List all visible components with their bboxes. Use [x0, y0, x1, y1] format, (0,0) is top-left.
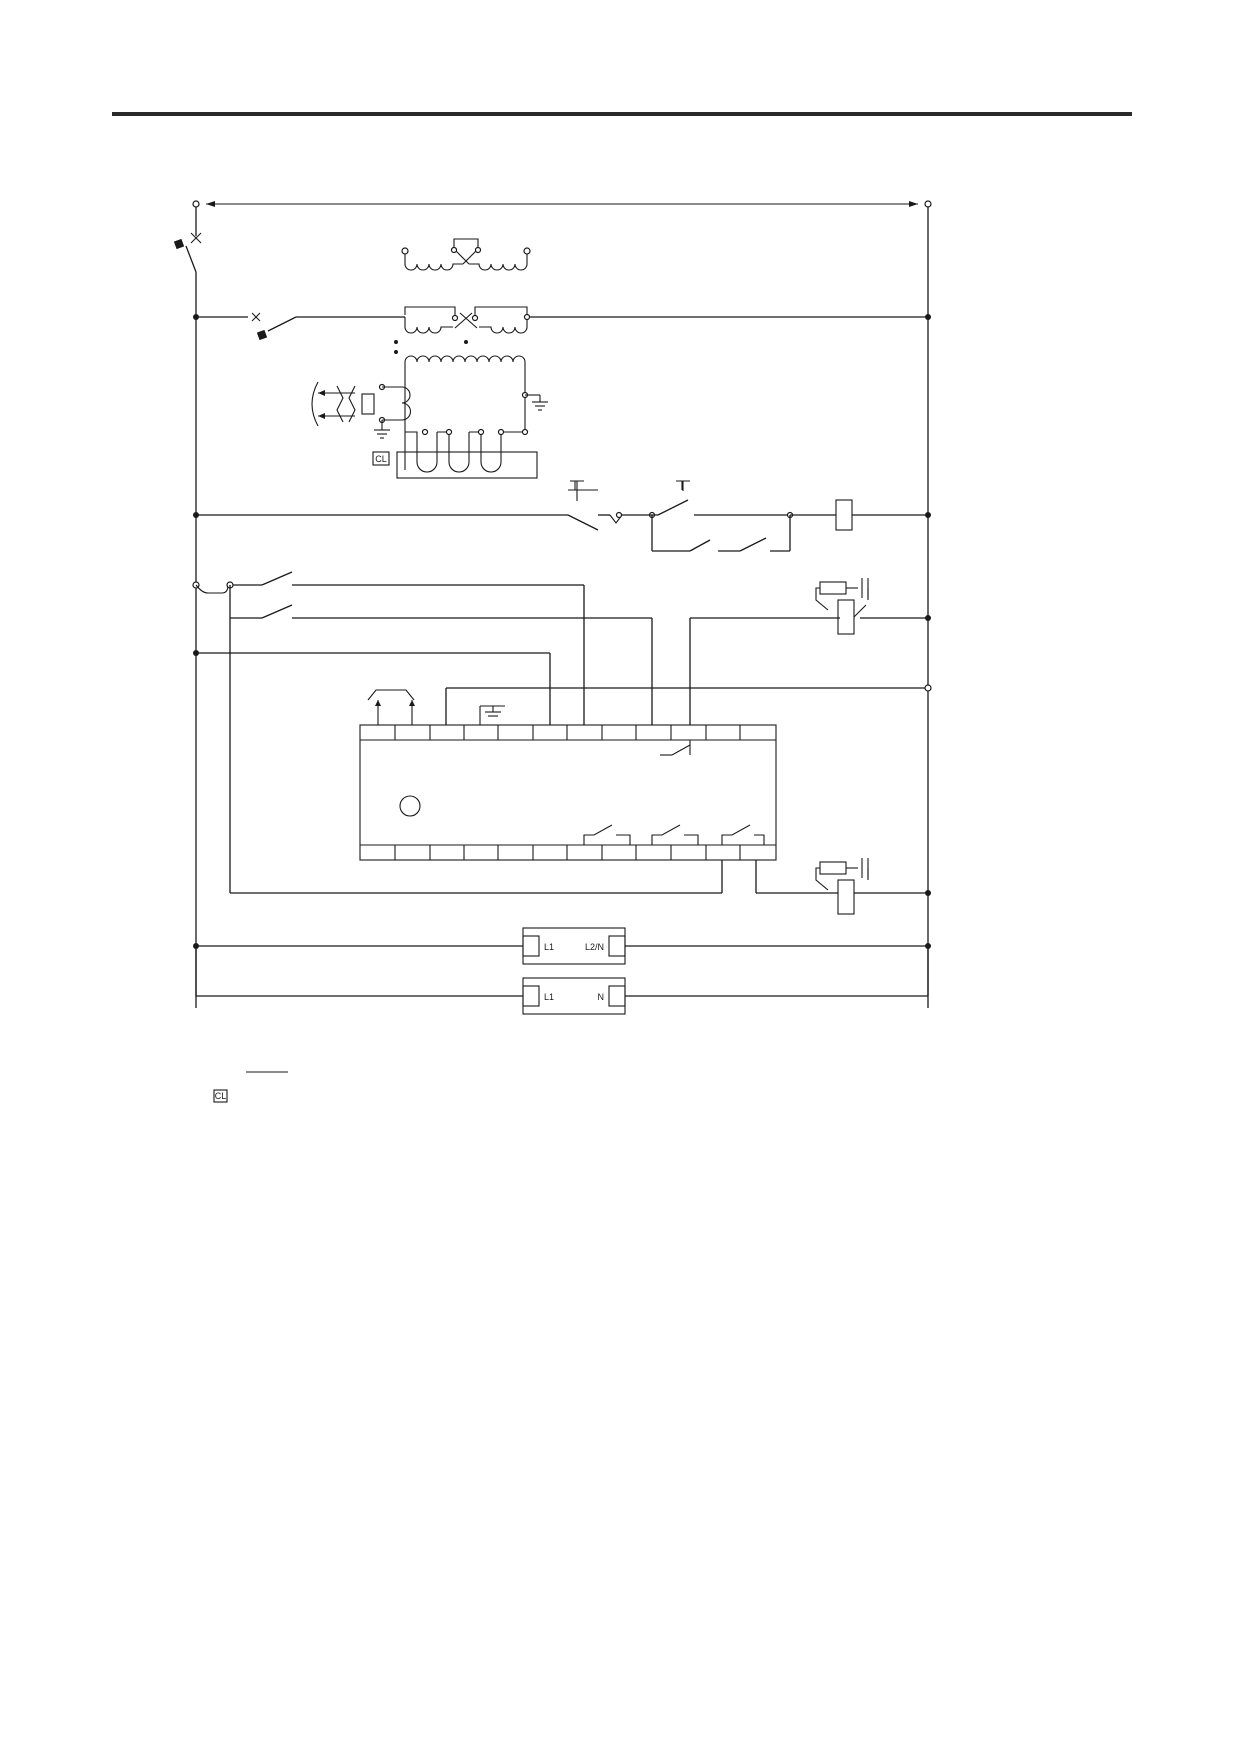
legend-cl-label: CL	[215, 1091, 227, 1101]
board-bottom-connections	[230, 860, 838, 894]
start-stop-rung	[193, 480, 931, 552]
busbar-bottom-join	[195, 946, 929, 996]
cl-box-label: CL	[375, 454, 387, 464]
legend: CL	[213, 1071, 288, 1103]
supply-2-left-label: L1	[544, 992, 554, 1002]
polarity-dot	[464, 340, 468, 344]
supply-1-right-label: L2/N	[585, 942, 604, 952]
polarity-dot	[394, 350, 398, 354]
relay-coil-lower	[815, 858, 931, 915]
welding-output	[311, 381, 411, 439]
cl-box: CL	[372, 451, 390, 466]
control-board	[359, 724, 777, 861]
supply-connector-1: L1 L2/N	[193, 927, 931, 965]
main-disconnect-switch	[173, 232, 202, 273]
transformer-feed-rung	[193, 312, 931, 341]
transformer-primary-main	[404, 306, 531, 334]
supply-2-right-label: N	[598, 992, 605, 1002]
tap-coils	[396, 428, 538, 479]
top-bridge-arrow	[192, 200, 932, 208]
page-header-rule	[112, 112, 1132, 116]
transformer-primary-top	[401, 238, 531, 271]
supply-connector-2: L1 N	[196, 977, 928, 1015]
relay-feed-rungs	[192, 571, 932, 893]
polarity-dot	[394, 340, 398, 344]
transformer-secondary	[404, 355, 548, 470]
relay-coil-upper	[815, 578, 869, 635]
board-top-connections	[367, 689, 505, 725]
supply-1-left-label: L1	[544, 942, 554, 952]
